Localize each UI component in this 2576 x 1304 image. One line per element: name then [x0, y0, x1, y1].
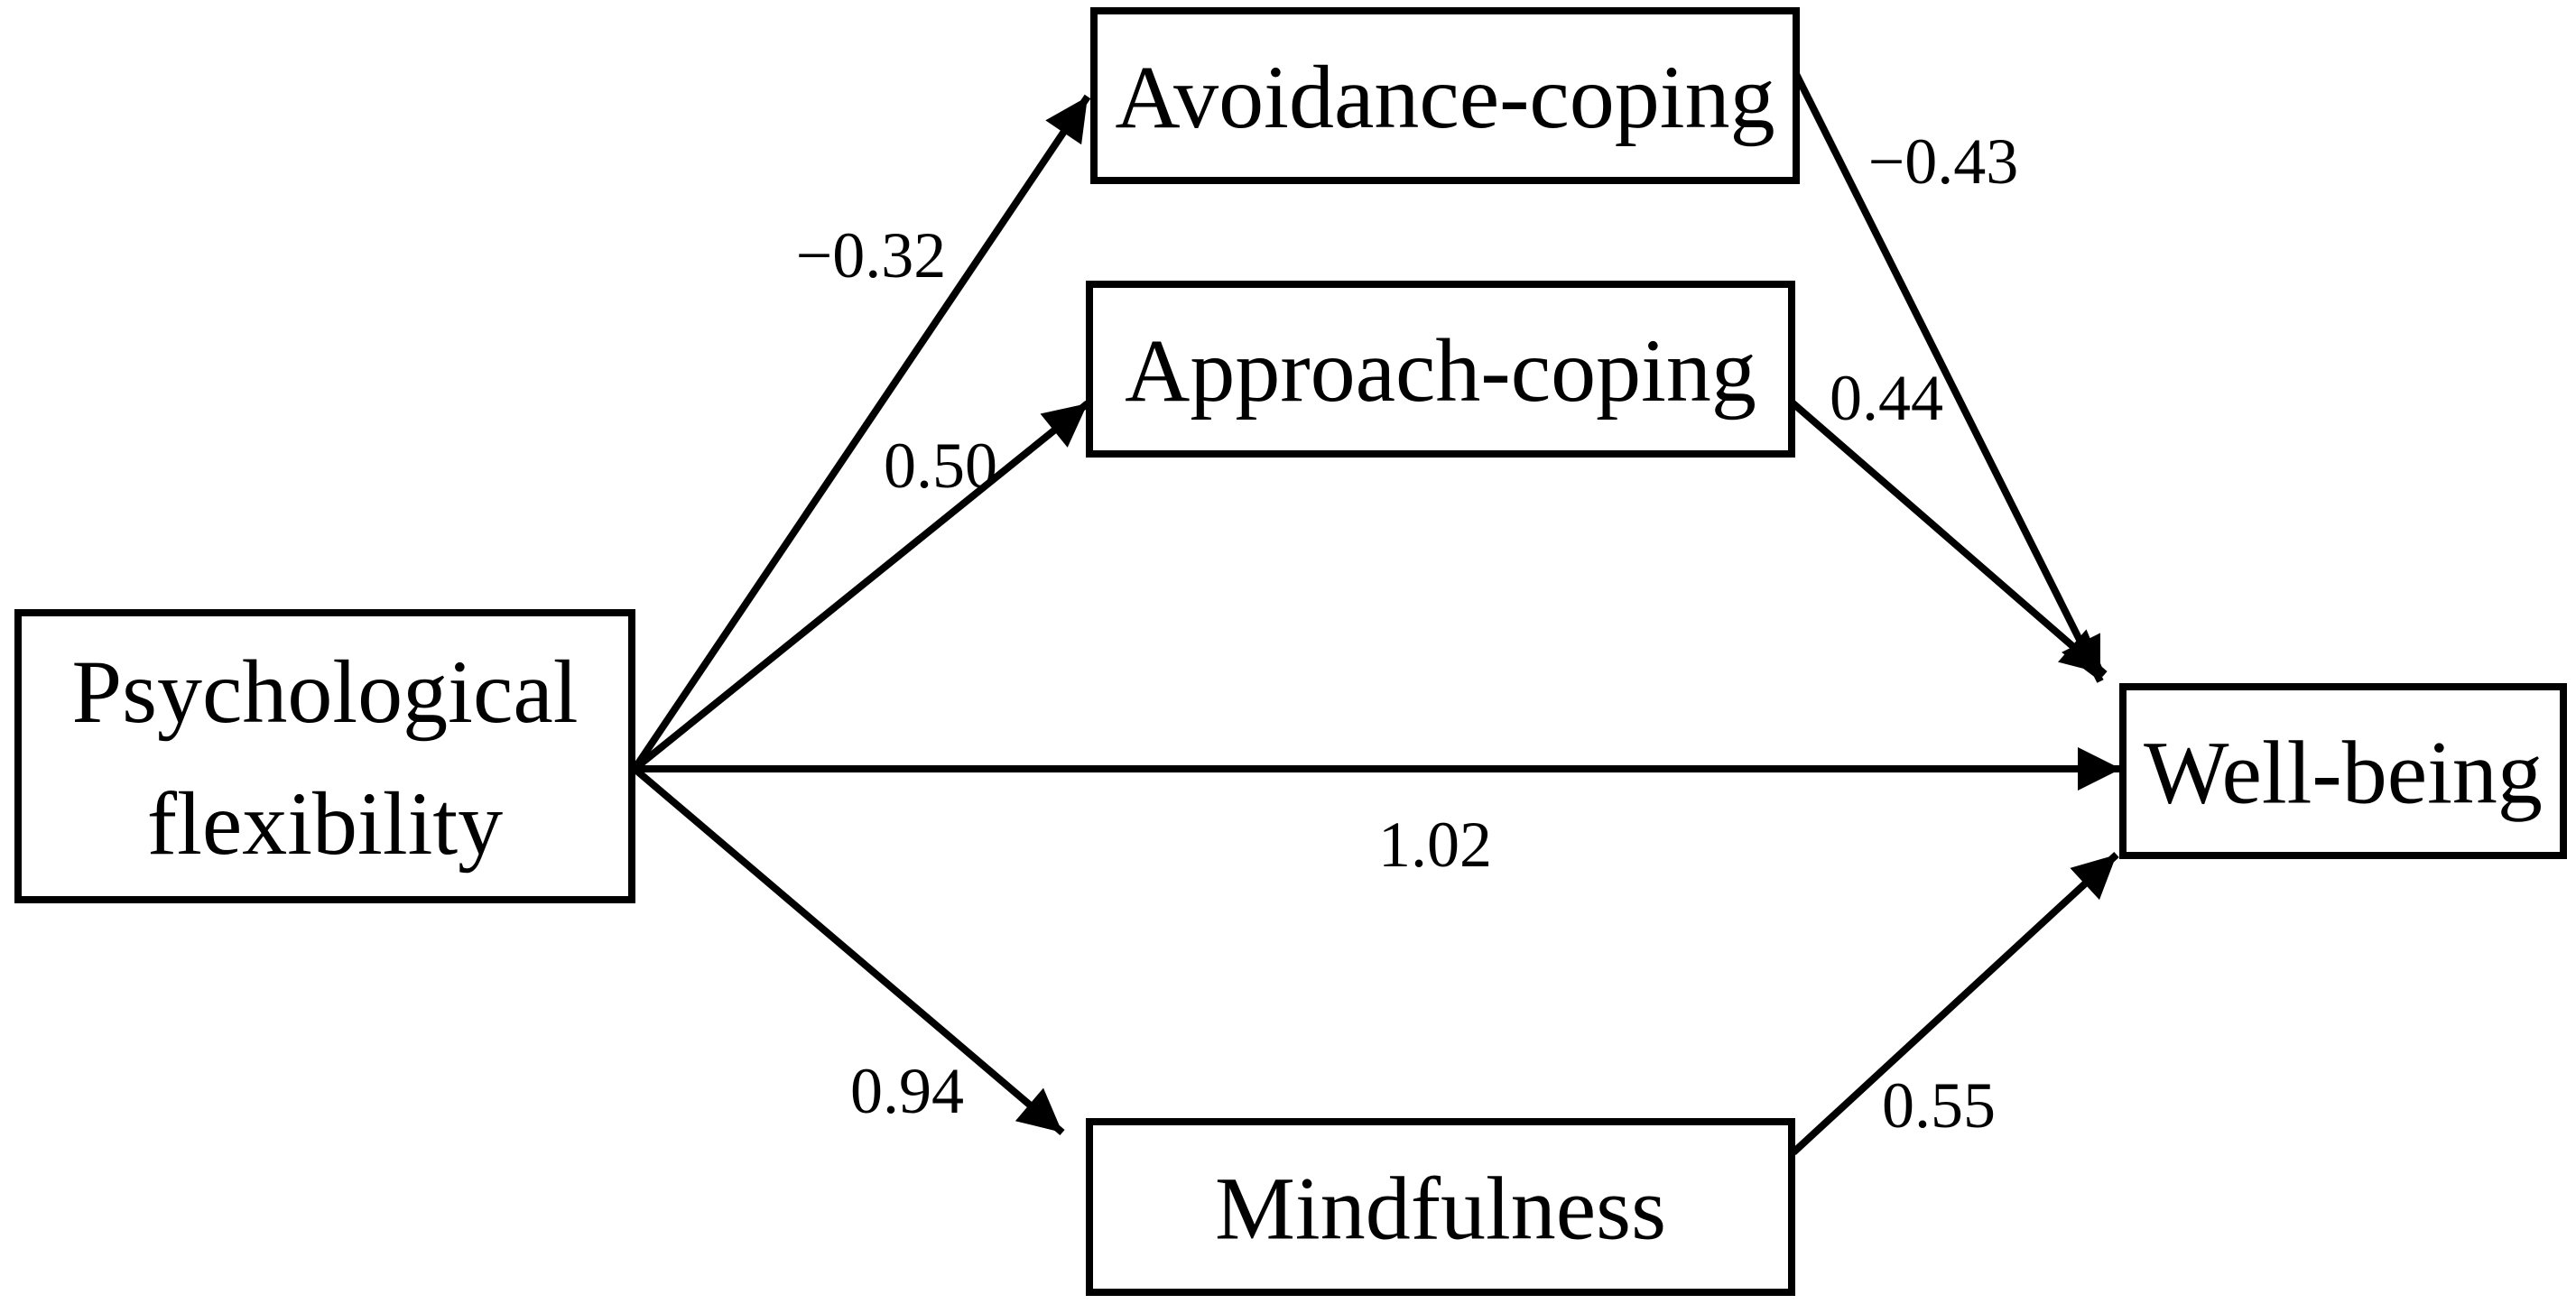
edge-coefficient-pf-to-avoidance: −0.32	[796, 219, 947, 291]
node-label-line: Approach-coping	[1125, 320, 1756, 421]
node-label-approach-coping: Approach-coping	[1125, 320, 1756, 421]
node-box-approach-coping	[1086, 281, 1795, 458]
edge-line-pf-to-approach	[632, 400, 1090, 772]
edge-avoidance-to-wellbeing: −0.43	[1793, 72, 2104, 683]
node-label-mindfulness: Mindfulness	[1215, 1159, 1666, 1259]
edge-pf-to-mindfulness: 0.94	[632, 765, 1065, 1136]
node-box-mindfulness	[1086, 1118, 1795, 1296]
edge-line-approach-to-wellbeing	[1786, 396, 2108, 678]
node-approach-coping: Approach-coping	[1086, 281, 1795, 458]
node-label-line: Well-being	[2144, 723, 2543, 823]
edge-line-pf-to-avoidance	[631, 94, 1091, 772]
node-mindfulness: Mindfulness	[1086, 1118, 1795, 1296]
edge-coefficient-mindfulness-to-wellbeing: 0.55	[1882, 1069, 1996, 1142]
node-label-avoidance-coping: Avoidance-coping	[1115, 47, 1774, 147]
edge-line-pf-to-mindfulness	[632, 765, 1065, 1136]
node-box-well-being	[2119, 683, 2567, 859]
node-avoidance-coping: Avoidance-coping	[1090, 7, 1800, 184]
node-box-psychological-flexibility	[14, 609, 635, 903]
node-label-line: Psychological	[71, 642, 578, 742]
edge-pf-to-approach: 0.50	[632, 400, 1090, 772]
edge-coefficient-pf-to-wellbeing: 1.02	[1378, 809, 1492, 881]
edge-mindfulness-to-wellbeing: 0.55	[1791, 852, 2119, 1155]
node-psychological-flexibility: Psychological flexibility	[14, 609, 635, 903]
edge-coefficient-pf-to-mindfulness: 0.94	[850, 1055, 964, 1127]
node-label-line: Mindfulness	[1215, 1159, 1666, 1259]
node-label-psychological-flexibility: Psychological flexibility	[71, 642, 578, 874]
edge-line-avoidance-to-wellbeing	[1793, 72, 2104, 683]
edge-coefficient-pf-to-approach: 0.50	[884, 430, 997, 502]
node-label-line: Avoidance-coping	[1115, 47, 1774, 147]
node-label-line: flexibility	[147, 773, 503, 874]
edge-approach-to-wellbeing: 0.44	[1786, 362, 2108, 678]
edge-coefficient-approach-to-wellbeing: 0.44	[1830, 362, 1943, 434]
node-label-well-being: Well-being	[2144, 723, 2543, 823]
edge-pf-to-wellbeing: 1.02	[635, 747, 2121, 881]
node-well-being: Well-being	[2119, 683, 2567, 859]
edge-line-mindfulness-to-wellbeing	[1791, 852, 2119, 1155]
edge-pf-to-avoidance: −0.32	[631, 94, 1091, 772]
node-box-avoidance-coping	[1090, 7, 1800, 184]
edge-coefficient-avoidance-to-wellbeing: −0.43	[1868, 125, 2019, 198]
